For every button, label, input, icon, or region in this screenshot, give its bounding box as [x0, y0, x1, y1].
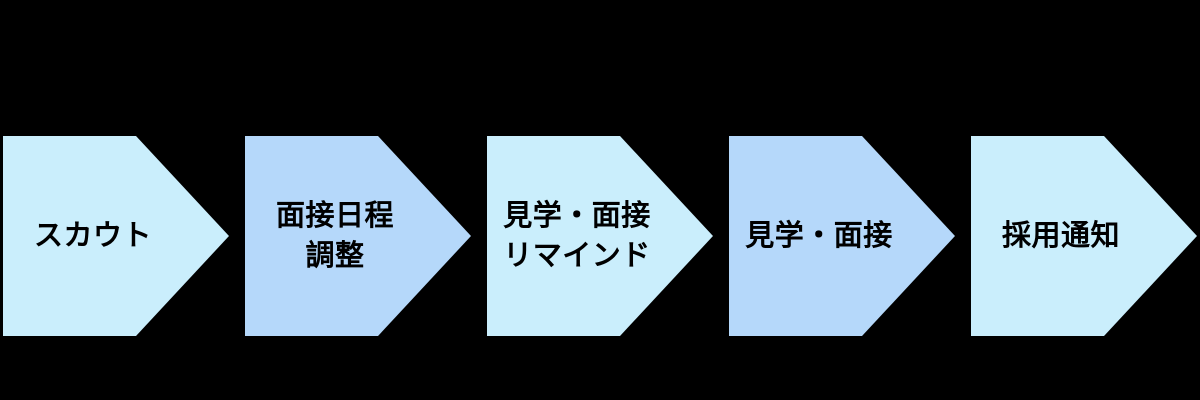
flow-step-scout: スカウト	[3, 136, 229, 336]
flow-step-label: 見学・面接 リマインド	[503, 199, 651, 272]
process-flow: スカウト 面接日程 調整 見学・面接 リマインド 見学・面接 採用通知	[3, 136, 1197, 336]
flow-step-hiring-notice: 採用通知	[971, 136, 1197, 336]
flow-step-label: 見学・面接	[745, 219, 893, 252]
flow-step-label: スカウト	[33, 219, 152, 252]
flow-step-tour-interview-reminder: 見学・面接 リマインド	[487, 136, 713, 336]
flow-step-label: 採用通知	[1001, 219, 1120, 252]
flow-step-tour-interview: 見学・面接	[729, 136, 955, 336]
flow-step-label: 面接日程 調整	[275, 199, 394, 272]
flow-step-interview-scheduling: 面接日程 調整	[245, 136, 471, 336]
